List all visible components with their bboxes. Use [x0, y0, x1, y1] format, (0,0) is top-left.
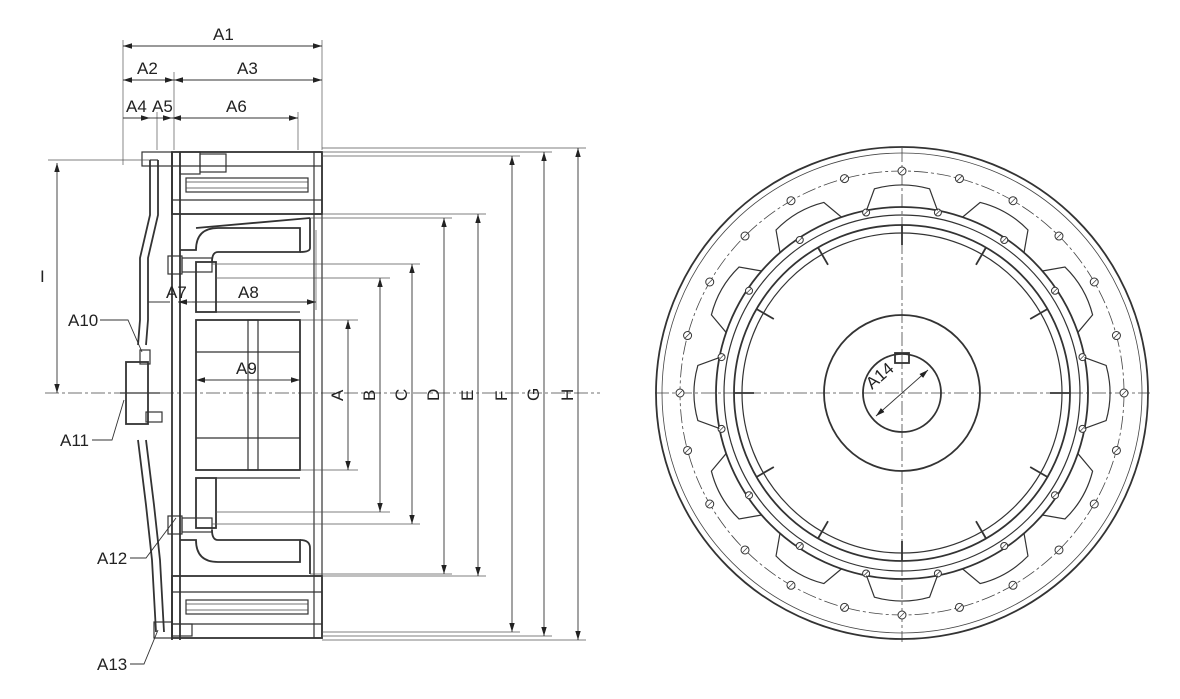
dim-label-i: I — [40, 267, 45, 286]
slot — [975, 520, 987, 539]
dim-label-b: B — [360, 390, 379, 401]
dim-label-a5: A5 — [152, 97, 173, 116]
dim-label-a2: A2 — [137, 59, 158, 78]
outer-bolt — [840, 174, 850, 184]
outer-bolt — [897, 610, 907, 620]
inner-bolt — [745, 286, 754, 295]
inner-bolt — [717, 424, 726, 433]
slot — [756, 466, 775, 478]
outer-bolt — [740, 231, 750, 241]
outer-bolt — [1089, 277, 1099, 287]
dim-label-f: F — [492, 391, 511, 401]
dim-label-a12: A12 — [97, 549, 127, 568]
outer-rim-bottom — [153, 575, 323, 639]
elastic-lobe — [775, 533, 842, 585]
dim-label-a1: A1 — [213, 25, 234, 44]
dim-label-a6: A6 — [226, 97, 247, 116]
elastic-lobe — [1084, 356, 1111, 430]
inner-bolt — [933, 569, 942, 578]
outer-bolt — [840, 602, 850, 612]
inner-bolt — [862, 569, 871, 578]
outer-bolt — [1111, 445, 1121, 455]
dim-label-a4: A4 — [126, 97, 147, 116]
center-hub — [120, 349, 163, 425]
elastic-lobe — [1042, 453, 1094, 520]
outer-bolt — [897, 166, 907, 176]
outer-bolt — [954, 602, 964, 612]
outer-bolt — [1008, 580, 1018, 590]
inner-bolt — [1050, 286, 1059, 295]
dim-label-a13: A13 — [97, 655, 127, 674]
dim-label-c: C — [392, 389, 411, 401]
inner-bolt — [1078, 353, 1087, 362]
outer-bolt — [705, 277, 715, 287]
outer-bolt — [683, 445, 693, 455]
elastic-lobe — [710, 266, 762, 333]
inner-bolt — [795, 236, 804, 245]
dim-label-a8: A8 — [238, 283, 259, 302]
dim-label-g: G — [524, 388, 543, 401]
inner-bolt — [862, 208, 871, 217]
slot — [817, 247, 829, 266]
inner-bolt — [1050, 491, 1059, 500]
outer-bolt — [740, 545, 750, 555]
dim-label-e: E — [458, 390, 477, 401]
slot — [756, 308, 775, 320]
outer-bolt — [683, 331, 693, 341]
inner-bolt — [1000, 236, 1009, 245]
outer-bolt — [1054, 545, 1064, 555]
outer-bolt — [675, 388, 685, 398]
slot — [1029, 308, 1048, 320]
elastic-lobe — [693, 356, 720, 430]
slot — [1029, 466, 1048, 478]
elastic-lobe — [775, 201, 842, 253]
slot — [817, 520, 829, 539]
coupling-hub-body — [167, 152, 311, 640]
front-view: A14 — [655, 146, 1150, 642]
outer-bolt — [786, 580, 796, 590]
inner-bolt — [717, 353, 726, 362]
elastic-lobe — [962, 533, 1029, 585]
dim-label-a11: A11 — [60, 431, 89, 450]
outer-bolt — [1111, 331, 1121, 341]
dim-label-d: D — [424, 389, 443, 401]
outer-bolt — [705, 499, 715, 509]
elastic-lobe — [962, 201, 1029, 253]
elastic-lobe — [865, 575, 939, 602]
inner-bolt — [933, 208, 942, 217]
dim-label-h: H — [558, 389, 577, 401]
dim-label-a9: A9 — [236, 359, 257, 378]
outer-bolt — [954, 174, 964, 184]
outer-bolt — [786, 196, 796, 206]
dim-label-a14: A14 — [862, 359, 897, 393]
outer-bolt — [1119, 388, 1129, 398]
dim-label-a3: A3 — [237, 59, 258, 78]
side-view-dimensions: A1 A2 A3 A4 A5 A6 A7 A8 A9 I A — [40, 25, 586, 674]
inner-bolt — [1000, 541, 1009, 550]
elastic-lobe — [1042, 266, 1094, 333]
inner-bolt — [1078, 424, 1087, 433]
cover-plate — [137, 159, 165, 633]
side-section-view — [45, 151, 600, 640]
inner-bolt — [795, 541, 804, 550]
outer-bolt — [1008, 196, 1018, 206]
dim-label-a10: A10 — [68, 311, 98, 330]
elastic-lobe — [865, 184, 939, 211]
dim-label-a: A — [328, 389, 347, 401]
dim-label-a7: A7 — [166, 283, 187, 302]
slot — [975, 247, 987, 266]
inner-bolt — [745, 491, 754, 500]
elastic-lobe — [710, 453, 762, 520]
outer-bolt — [1054, 231, 1064, 241]
outer-bolt — [1089, 499, 1099, 509]
outer-rim-top — [141, 151, 323, 215]
